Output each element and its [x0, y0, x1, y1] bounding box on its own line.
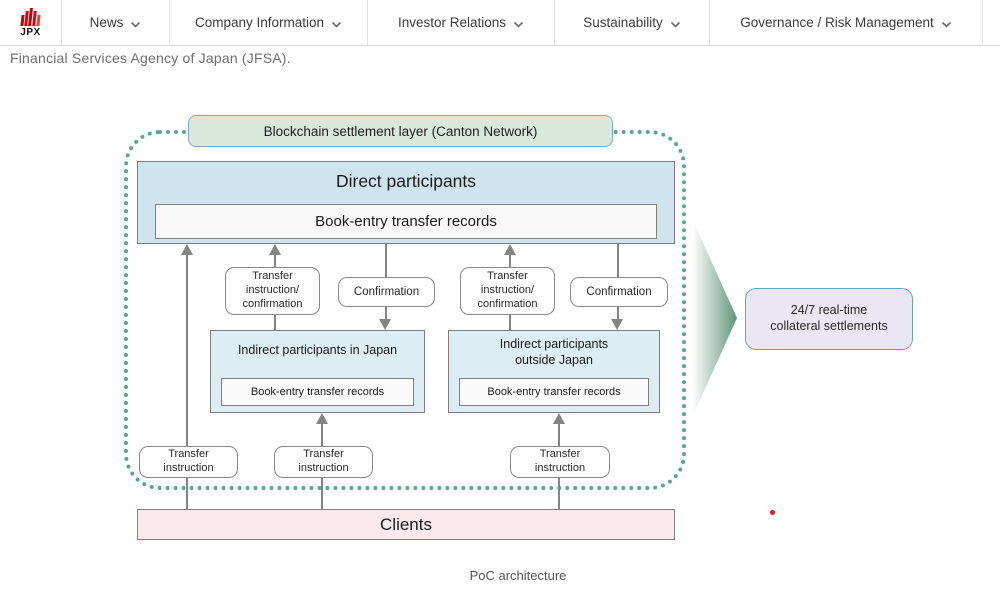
- confirmation-box: Confirmation: [570, 277, 668, 307]
- transfer-instruction-box: Transfer instruction: [510, 446, 610, 478]
- nav-item-investor-relations[interactable]: Investor Relations: [368, 0, 555, 45]
- arrow-up-icon: [504, 244, 516, 255]
- arrow-up-icon: [181, 244, 193, 255]
- connector-line: [617, 307, 619, 320]
- connector-line: [274, 315, 276, 330]
- connector-line: [274, 254, 276, 267]
- nav-item-label: News: [89, 15, 124, 30]
- blockchain-settlement-layer-box: Blockchain settlement layer (Canton Netw…: [188, 115, 613, 147]
- chevron-down-icon: [513, 16, 524, 31]
- transfer-instruction-box: Transfer instruction: [274, 446, 373, 478]
- connector-line: [385, 244, 387, 277]
- nav-item-governance-risk-management[interactable]: Governance / Risk Management: [710, 0, 983, 45]
- nav-item-label: Investor Relations: [397, 15, 507, 30]
- direct-participants-title: Direct participants: [335, 171, 477, 191]
- arrow-up-icon: [269, 244, 281, 255]
- clients-box: Clients: [137, 509, 675, 540]
- indirect-participants-japan-title: Indirect participants in Japan: [237, 343, 398, 357]
- connector-line: [186, 254, 188, 509]
- jpx-logo-icon: [20, 7, 41, 26]
- connector-line: [385, 307, 387, 320]
- red-dot: [770, 510, 775, 515]
- nav-item-sustainability[interactable]: Sustainability: [555, 0, 710, 45]
- confirmation-box: Confirmation: [338, 277, 435, 307]
- intro-text: Financial Services Agency of Japan (JFSA…: [10, 50, 291, 66]
- chevron-down-icon: [331, 16, 342, 31]
- indirect-outside-book-entry-records-box: Book-entry transfer records: [459, 378, 649, 406]
- transfer-instruction-confirmation-box: Transfer instruction/ confirmation: [460, 267, 555, 315]
- direct-book-entry-records-box: Book-entry transfer records: [155, 204, 657, 239]
- indirect-participants-outside-japan-box: Indirect participants outside Japan Book…: [448, 330, 660, 413]
- arrow-down-icon: [379, 319, 391, 330]
- arrow-up-icon: [316, 413, 328, 424]
- jpx-logo[interactable]: JPX: [0, 0, 62, 45]
- transfer-instruction-confirmation-box: Transfer instruction/ confirmation: [225, 267, 320, 315]
- indirect-participants-outside-japan-title: Indirect participants outside Japan: [499, 337, 609, 367]
- jpx-logo-text: JPX: [20, 26, 41, 38]
- connector-line: [617, 244, 619, 277]
- connector-line: [509, 254, 511, 267]
- outcome-box: 24/7 real-time collateral settlements: [745, 288, 913, 350]
- nav-item-label: Company Information: [194, 15, 325, 30]
- big-right-arrow-icon: [694, 223, 737, 413]
- direct-participants-box: Direct participants Book-entry transfer …: [137, 161, 675, 244]
- chevron-down-icon: [670, 16, 681, 31]
- chevron-down-icon: [941, 16, 952, 31]
- diagram-caption: PoC architecture: [469, 568, 567, 583]
- chevron-down-icon: [130, 16, 141, 31]
- nav-item-news[interactable]: News: [62, 0, 170, 45]
- nav-item-label: Governance / Risk Management: [740, 15, 934, 30]
- nav-item-company-information[interactable]: Company Information: [170, 0, 368, 45]
- arrow-up-icon: [553, 413, 565, 424]
- blockchain-settlement-layer-label: Blockchain settlement layer (Canton Netw…: [263, 123, 538, 139]
- arrow-down-icon: [611, 319, 623, 330]
- connector-line: [509, 315, 511, 330]
- top-navigation: JPX News Company Information Investor Re…: [0, 0, 1000, 46]
- indirect-japan-book-entry-records-box: Book-entry transfer records: [221, 378, 414, 406]
- transfer-instruction-box: Transfer instruction: [139, 446, 238, 478]
- indirect-participants-japan-box: Indirect participants in Japan Book-entr…: [210, 330, 425, 413]
- nav-item-label: Sustainability: [583, 15, 663, 30]
